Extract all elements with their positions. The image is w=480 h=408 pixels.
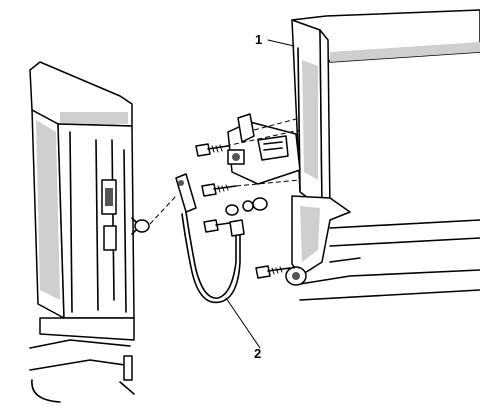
callout-2-label: 2 <box>254 346 261 361</box>
bolt-lower <box>255 265 291 279</box>
alignment-lines <box>149 117 301 269</box>
striker-bracket <box>285 195 351 286</box>
bolt-middle <box>201 183 237 197</box>
tailgate-panel <box>29 61 150 403</box>
ground-strap <box>175 173 245 304</box>
bed-rail <box>291 9 480 301</box>
bolt-ground <box>203 204 239 233</box>
panel-stud <box>131 217 150 235</box>
bolt-upper <box>195 143 229 157</box>
callout-2: 2 <box>225 297 261 361</box>
latch-bracket <box>227 113 301 185</box>
callout-1-label: 1 <box>255 32 262 47</box>
callout-1: 1 <box>255 32 295 47</box>
washer-nut <box>242 197 268 212</box>
